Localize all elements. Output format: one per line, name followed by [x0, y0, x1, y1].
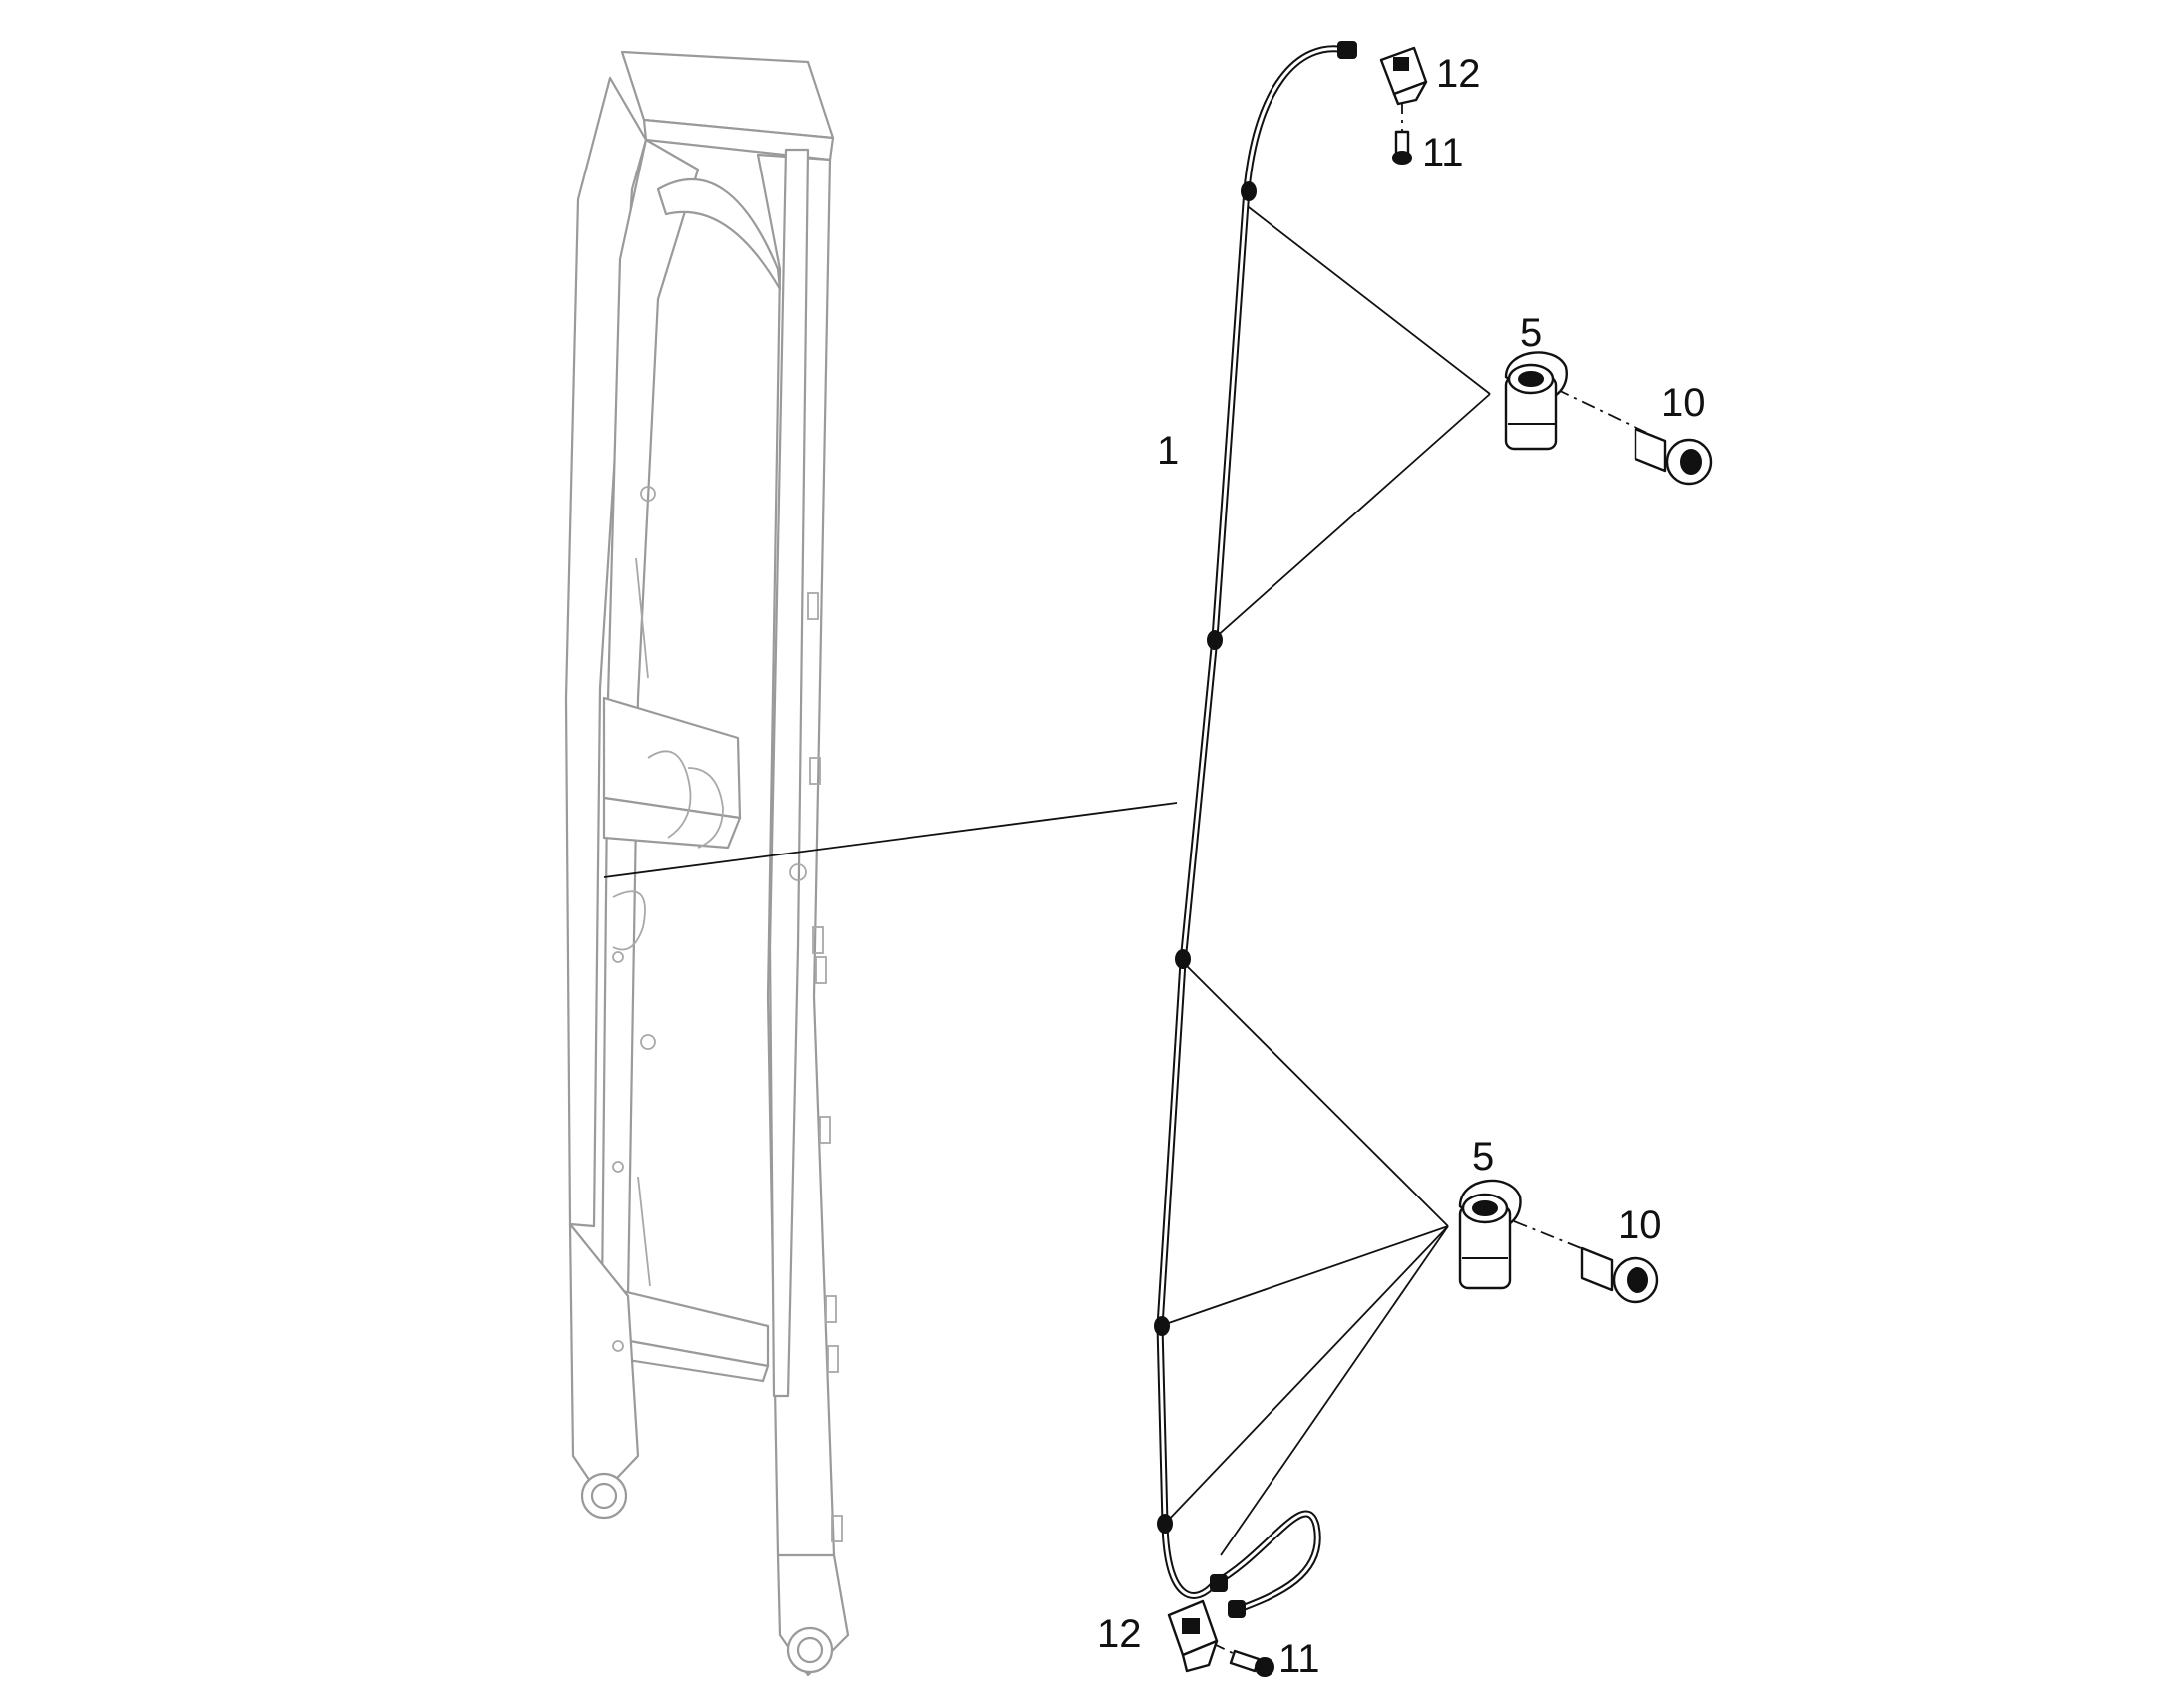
callout-labels: 1 5 5 10 10 11 11 12 12 — [1097, 52, 1706, 1681]
clamp-lower — [1458, 1179, 1522, 1290]
screw-small-top — [1392, 130, 1412, 165]
leader-lines — [603, 100, 1656, 1656]
callout-clamp-upper: 5 — [1520, 311, 1542, 355]
boom-frame — [564, 50, 850, 1677]
callout-screw-lower: 10 — [1618, 1203, 1662, 1247]
hose-assembly — [1154, 41, 1357, 1618]
callout-bracket-top: 12 — [1436, 52, 1481, 96]
callout-screw-small-bottom: 11 — [1278, 1637, 1320, 1681]
clamp-upper — [1504, 351, 1568, 451]
callout-screw-upper: 10 — [1661, 381, 1706, 425]
bracket-bottom — [1167, 1599, 1219, 1673]
screw-lower — [1580, 1246, 1659, 1304]
callout-clamp-lower: 5 — [1472, 1135, 1494, 1179]
screw-small-bottom — [1229, 1649, 1274, 1677]
callout-bracket-bottom: 12 — [1097, 1612, 1142, 1656]
callout-hose-assembly: 1 — [1157, 429, 1179, 473]
screw-upper — [1634, 427, 1713, 486]
callout-screw-small-top: 11 — [1422, 131, 1464, 174]
bracket-top — [1379, 46, 1428, 106]
